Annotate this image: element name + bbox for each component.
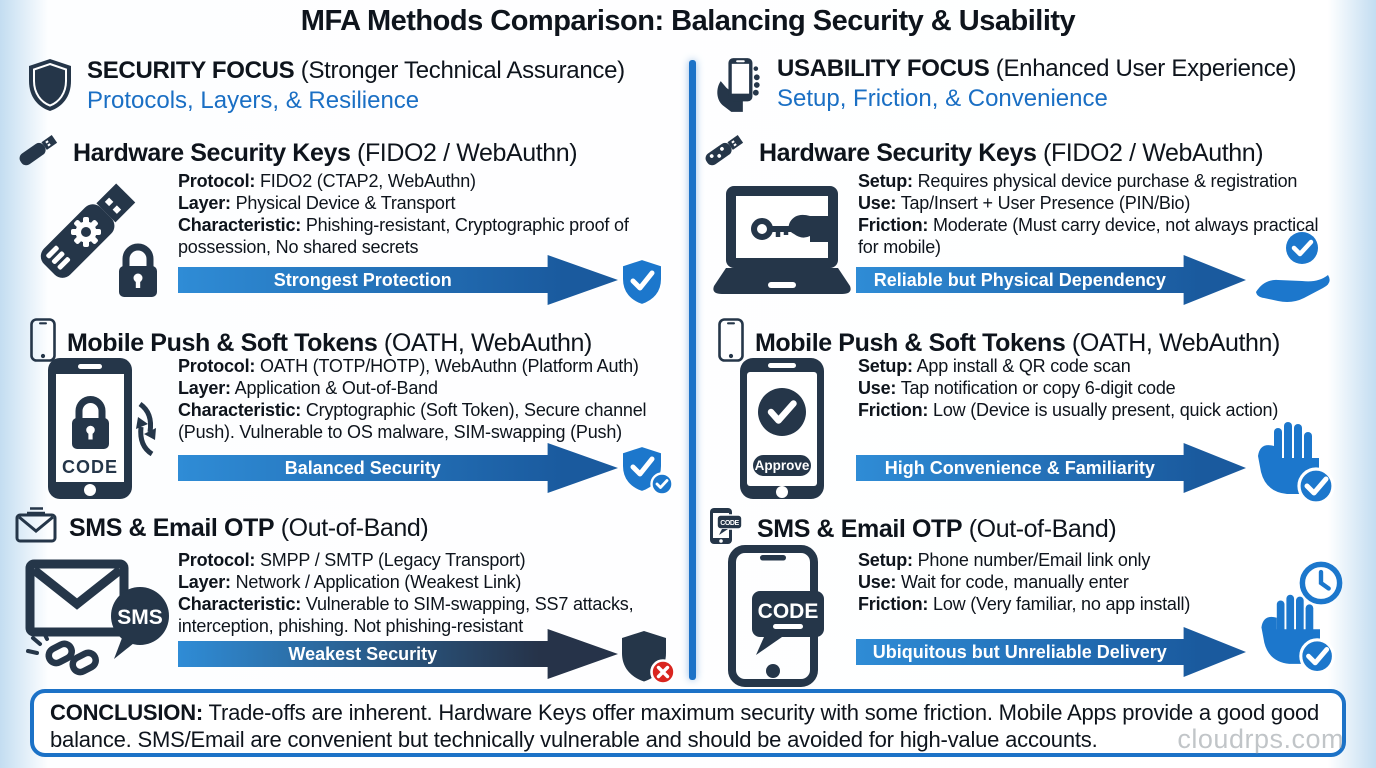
mobile-push-usability-specs: Setup: App install & QR code scan Use: T… (858, 355, 1353, 421)
spec-row: Layer: Application & Out-of-Band (178, 378, 438, 398)
section-title-sms-email-security: SMS & Email OTP (Out-of-Band) (14, 506, 429, 551)
security-focus-subtitle: Protocols, Layers, & Resilience (87, 87, 420, 114)
section-title-hardware-keys-usability: Hardware Security Keys (FIDO2 / WebAuthn… (700, 131, 1264, 176)
raised-hand-check-icon (1244, 420, 1344, 515)
usability-focus-title: USABILITY FOCUS (Enhanced User Experienc… (777, 55, 1297, 82)
hand-holding-check-icon (1252, 230, 1336, 317)
usability-focus-subtitle: Setup, Friction, & Convenience (777, 85, 1108, 112)
approve-label: Approve (755, 458, 810, 473)
code-label: CODE (758, 600, 819, 623)
sms-label: SMS (117, 606, 163, 629)
spec-row: Setup: Requires physical device purchase… (858, 171, 1298, 191)
banner-strongest-protection: Strongest Protection (178, 255, 618, 305)
spec-row: Setup: Phone number/Email link only (858, 550, 1151, 570)
phone-lock-code-icon: CODE (38, 356, 163, 506)
spec-row: Characteristic: Cryptographic (Soft Toke… (178, 400, 647, 442)
banner-balanced-security: Balanced Security (178, 443, 618, 493)
hardware-keys-security-specs: Protocol: FIDO2 (CTAP2, WebAuthn) Layer:… (178, 170, 683, 258)
spec-row: Use: Tap notification or copy 6-digit co… (858, 378, 1176, 398)
spec-row: Setup: App install & QR code scan (858, 356, 1131, 376)
column-divider (689, 60, 696, 680)
security-focus-header: SECURITY FOCUS (Stronger Technical Assur… (26, 57, 625, 118)
clock-icon (1298, 560, 1344, 611)
spec-row: Characteristic: Phishing-resistant, Cryp… (178, 215, 629, 257)
spec-row: Use: Tap/Insert + User Presence (PIN/Bio… (858, 193, 1191, 213)
spec-row: Use: Wait for code, manually enter (858, 572, 1129, 592)
banner-label: Ubiquitous but Unreliable Delivery (872, 641, 1167, 662)
section-title-text: SMS & Email OTP (Out-of-Band) (757, 515, 1117, 543)
spec-row: Layer: Physical Device & Transport (178, 193, 456, 213)
usb-key-icon (14, 131, 62, 176)
spec-row: Layer: Network / Application (Weakest Li… (178, 572, 522, 592)
laptop-key-hand-icon (706, 182, 856, 309)
usability-focus-header: USABILITY FOCUS (Enhanced User Experienc… (714, 55, 1296, 120)
shield-x-icon (620, 629, 678, 692)
usb-key-gear-lock-icon (30, 166, 170, 306)
banner-reliable-physical: Reliable but Physical Dependency (856, 255, 1246, 305)
banner-label: Reliable but Physical Dependency (873, 269, 1166, 290)
section-title-hardware-keys-security: Hardware Security Keys (FIDO2 / WebAuthn… (14, 131, 578, 176)
sms-email-security-specs: Protocol: SMPP / SMTP (Legacy Transport)… (178, 549, 683, 637)
envelope-sms-broken-link-icon: SMS (22, 556, 177, 681)
phone-code-bubble-icon: CODE (722, 545, 852, 692)
section-title-text: Mobile Push & Soft Tokens (OATH, WebAuth… (755, 329, 1280, 357)
spec-row: Friction: Low (Device is usually present… (858, 400, 1279, 420)
shield-double-check-icon (620, 444, 676, 503)
conclusion-text: Trade-offs are inherent. Hardware Keys o… (50, 700, 1320, 752)
conclusion-box: CONCLUSION: Trade-offs are inherent. Har… (30, 689, 1346, 757)
section-title-text: Mobile Push & Soft Tokens (OATH, WebAuth… (67, 329, 592, 357)
code-small-label: CODE (720, 520, 739, 527)
section-title-mobile-push-usability: Mobile Push & Soft Tokens (OATH, WebAuth… (718, 318, 1280, 369)
phone-icon (30, 318, 56, 369)
section-title-text: Hardware Security Keys (FIDO2 / WebAuthn… (73, 139, 578, 167)
spec-row: Friction: Moderate (Must carry device, n… (858, 215, 1319, 257)
spec-row: Characteristic: Vulnerable to SIM-swappi… (178, 594, 634, 636)
phone-icon (718, 318, 744, 369)
section-title-text: Hardware Security Keys (FIDO2 / WebAuthn… (759, 139, 1264, 167)
phone-code-icon: CODE (706, 506, 746, 553)
raised-hand-check-icon (1248, 592, 1344, 685)
conclusion-label: CONCLUSION: (50, 700, 204, 725)
banner-label: Weakest Security (288, 643, 438, 664)
page-title: MFA Methods Comparison: Balancing Securi… (300, 5, 1076, 37)
banner-high-convenience: High Convenience & Familiarity (856, 443, 1246, 493)
watermark: cloudrps.com (1177, 724, 1344, 754)
section-title-text: SMS & Email OTP (Out-of-Band) (69, 514, 429, 542)
hand-holding-phone-icon (714, 55, 764, 120)
shield-icon (26, 57, 74, 118)
security-focus-title: SECURITY FOCUS (Stronger Technical Assur… (87, 57, 625, 84)
spec-row: Protocol: SMPP / SMTP (Legacy Transport) (178, 550, 526, 570)
banner-label: Strongest Protection (273, 269, 452, 290)
banner-label: Balanced Security (284, 457, 441, 478)
shield-check-icon (620, 257, 664, 312)
mobile-push-security-specs: Protocol: OATH (TOTP/HOTP), WebAuthn (Pl… (178, 355, 683, 443)
banner-label: High Convenience & Familiarity (884, 457, 1155, 478)
spec-row: Protocol: FIDO2 (CTAP2, WebAuthn) (178, 171, 476, 191)
hardware-keys-usability-specs: Setup: Requires physical device purchase… (858, 170, 1338, 258)
usb-key-icon (700, 131, 748, 176)
spec-row: Friction: Low (Very familiar, no app ins… (858, 594, 1191, 614)
sms-email-usability-specs: Setup: Phone number/Email link only Use:… (858, 549, 1338, 615)
banner-weakest-security: Weakest Security (178, 629, 618, 679)
spec-row: Protocol: OATH (TOTP/HOTP), WebAuthn (Pl… (178, 356, 639, 376)
email-otp-icon (14, 506, 58, 551)
section-title-mobile-push-security: Mobile Push & Soft Tokens (OATH, WebAuth… (30, 318, 592, 369)
phone-approve-icon: Approve (736, 356, 828, 506)
banner-ubiquitous-unreliable: Ubiquitous but Unreliable Delivery (856, 627, 1246, 677)
code-label: CODE (62, 457, 118, 477)
section-title-sms-email-usability: CODE SMS & Email OTP (Out-of-Band) (706, 506, 1117, 553)
